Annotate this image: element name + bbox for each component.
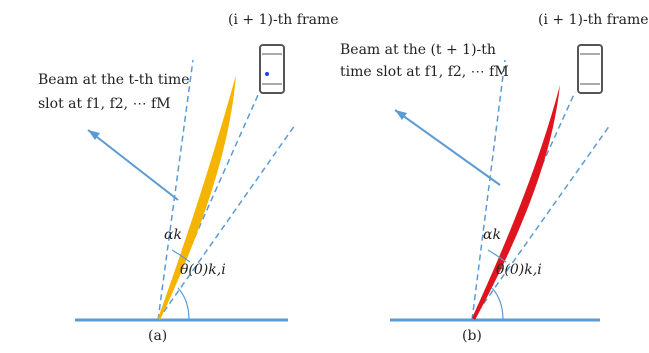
beam-label-a-line1: Beam at the t-th time [38, 72, 190, 88]
frame-label-b: (i + 1)-th frame [538, 12, 649, 28]
panel-b [390, 44, 611, 322]
alpha-label-b: αk [483, 227, 501, 243]
theta-label-b: θ(0)k,i [496, 262, 542, 278]
arrowhead-a [88, 130, 100, 140]
arrowhead-b [395, 110, 407, 120]
beam-lobe-b [472, 85, 560, 320]
smartphone-icon [577, 44, 603, 94]
dashed-ray-a-3 [157, 124, 296, 321]
caption-a: (a) [148, 328, 168, 344]
beam-label-a-line2: slot at f1, f2, ⋯ fM [38, 96, 171, 112]
user-dot-a [265, 72, 269, 76]
beam-label-b-line1: Beam at the (t + 1)-th [340, 42, 496, 58]
theta-arc-b [491, 287, 504, 321]
alpha-arc-a [171, 249, 191, 263]
smartphone-icon [259, 44, 285, 94]
beam-arrow-a [87, 129, 179, 201]
theta-arc-a [177, 287, 190, 321]
alpha-arc-b [487, 249, 507, 263]
panel-a [75, 44, 296, 322]
frame-label-a: (i + 1)-th frame [228, 12, 339, 28]
beam-arrow-b [394, 109, 501, 186]
dashed-ray-b-1 [471, 59, 506, 321]
beam-label-b-line2: time slot at f1, f2, ⋯ fM [340, 64, 509, 80]
caption-b: (b) [462, 328, 482, 344]
alpha-label-a: αk [164, 227, 182, 243]
dashed-ray-a-1 [157, 59, 194, 321]
theta-label-a: θ(0)k,i [180, 262, 226, 278]
